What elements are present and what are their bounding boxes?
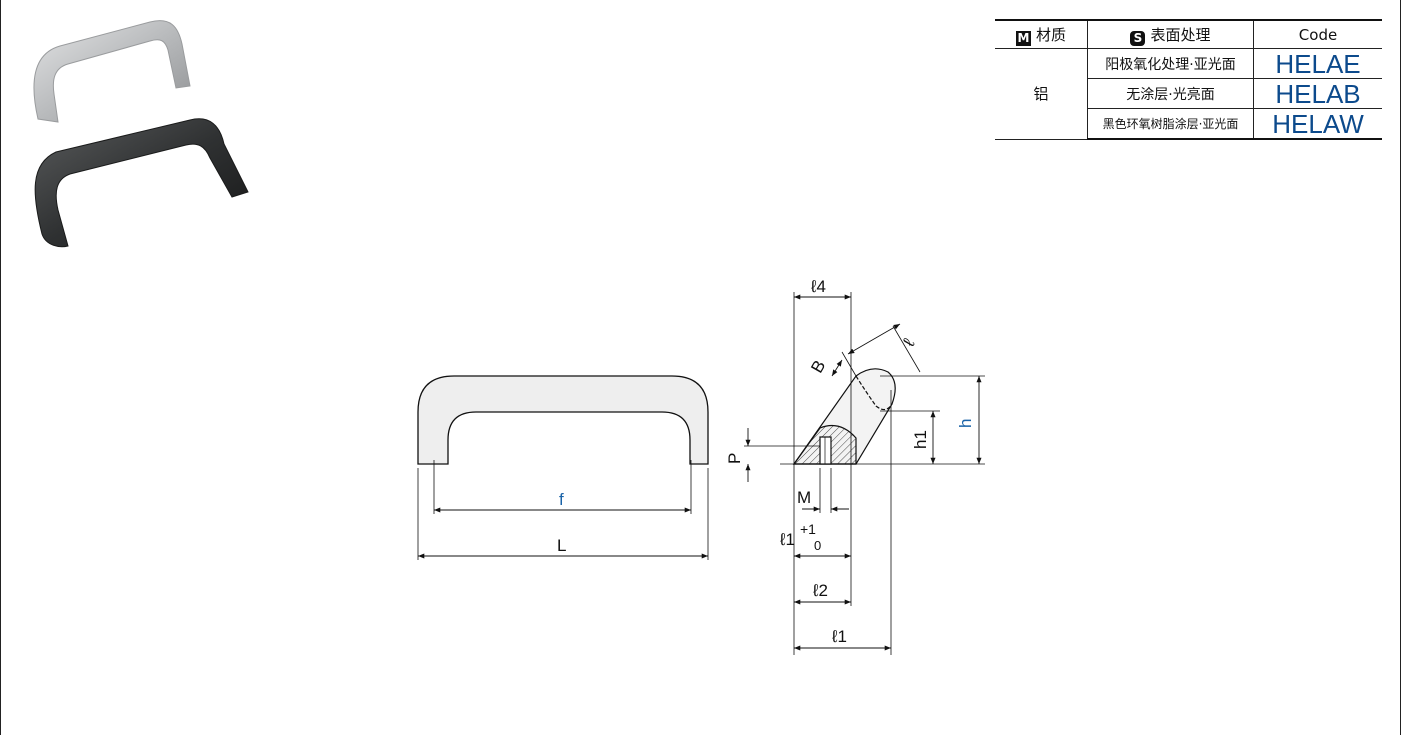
dim-l-label: ℓ <box>899 335 919 351</box>
front-view <box>417 375 709 560</box>
table-row: 无涂层·光亮面 HELAB <box>995 78 1382 109</box>
handle-outline <box>417 375 709 465</box>
silver-handle <box>33 20 191 123</box>
product-photo <box>33 20 249 248</box>
dim-l2-label: ℓ2 <box>812 581 828 600</box>
material-cell: 铝 <box>995 48 1088 140</box>
code-link[interactable]: HELAB <box>1253 78 1382 109</box>
dim-B-label: B <box>807 357 829 376</box>
header-material-label: 材质 <box>1035 25 1066 44</box>
dim-h-label: h <box>956 419 975 428</box>
dim-tol-zero: 0 <box>814 538 821 553</box>
code-link[interactable]: HELAW <box>1253 108 1382 140</box>
dim-tol-plus: +1 <box>800 521 816 537</box>
material-badge-icon: M <box>1015 30 1031 46</box>
dim-l4-label: ℓ4 <box>810 277 826 296</box>
dim-h1-label: h1 <box>911 430 930 449</box>
table-row: 黑色环氧树脂涂层·亚光面 HELAW <box>995 108 1382 140</box>
side-view <box>744 292 985 655</box>
black-handle <box>34 118 249 248</box>
dim-f-label: f <box>559 490 564 509</box>
surface-cell: 无涂层·光亮面 <box>1087 78 1254 109</box>
dim-l1-label: ℓ1 <box>831 627 847 646</box>
thread-hole <box>819 436 832 465</box>
dim-l-line <box>847 323 901 355</box>
surface-cell: 阳极氧化处理·亚光面 <box>1087 48 1254 79</box>
dim-l1tol-label: ℓ1 <box>779 530 795 549</box>
dim-M-label: M <box>797 488 811 507</box>
header-code: Code <box>1253 19 1382 49</box>
dim-P-label: P <box>725 453 744 464</box>
table-row: 铝 阳极氧化处理·亚光面 HELAE <box>995 48 1382 140</box>
code-link[interactable]: HELAE <box>1253 48 1382 79</box>
header-surface-label: 表面处理 <box>1150 25 1211 44</box>
dim-B-line <box>831 359 843 377</box>
surface-cell: 黑色环氧树脂涂层·亚光面 <box>1087 108 1254 140</box>
dim-L-label: L <box>557 536 566 555</box>
surface-badge-icon: S <box>1130 30 1146 46</box>
